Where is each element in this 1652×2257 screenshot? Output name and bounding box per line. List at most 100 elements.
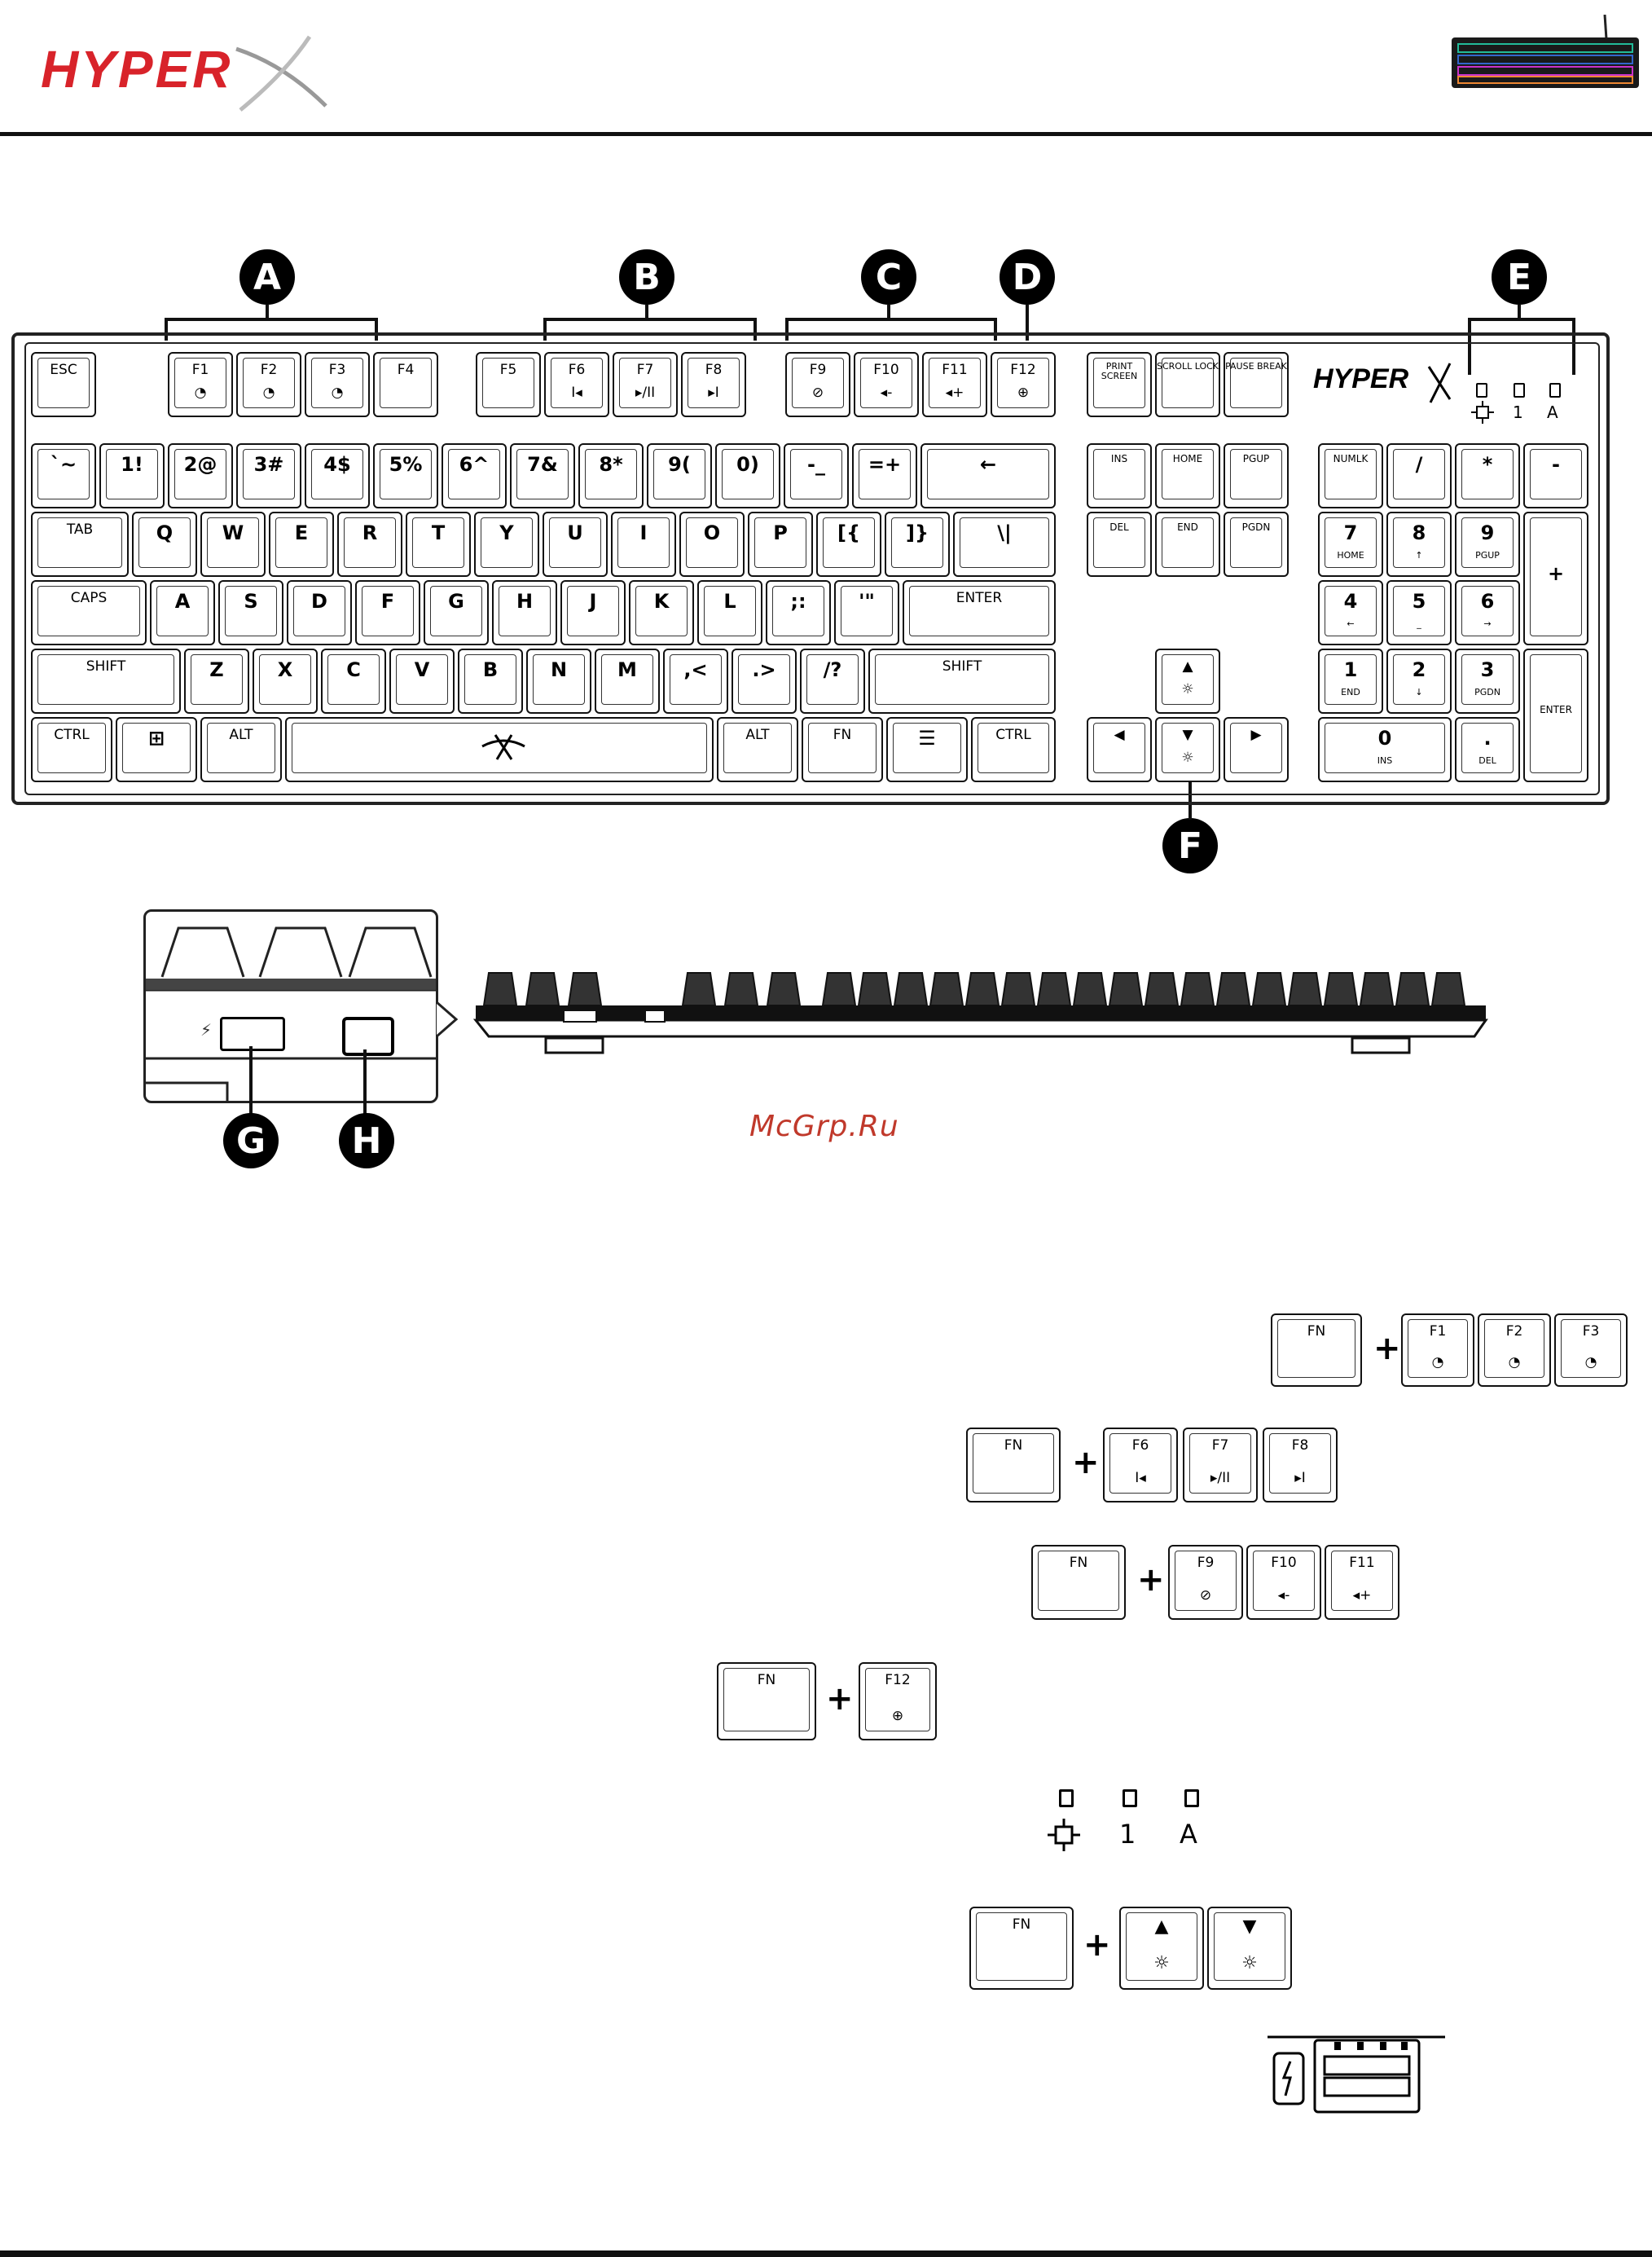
key-lalt[interactable]: ALT xyxy=(200,717,282,782)
key-x[interactable]: X xyxy=(253,649,318,714)
key-0[interactable]: 0) xyxy=(715,443,780,508)
key-rbracket[interactable]: ]} xyxy=(885,512,950,577)
key-numlock[interactable]: NUMLK xyxy=(1318,443,1383,508)
key-windows[interactable]: ⊞ xyxy=(116,717,197,782)
key-g[interactable]: G xyxy=(424,580,489,645)
key-equals[interactable]: =+ xyxy=(852,443,917,508)
key-7[interactable]: 7& xyxy=(510,443,575,508)
key-right[interactable]: ▶ xyxy=(1224,717,1289,782)
key-num-decimal[interactable]: .DEL xyxy=(1455,717,1520,782)
key-pgdn[interactable]: PGDN xyxy=(1224,512,1289,577)
key-quote[interactable]: '" xyxy=(834,580,899,645)
key-period[interactable]: .> xyxy=(732,649,797,714)
key-f8[interactable]: F8▸I xyxy=(681,352,746,417)
key-2[interactable]: 2@ xyxy=(168,443,233,508)
usb-passthrough-port[interactable] xyxy=(220,1017,285,1051)
key-pgup[interactable]: PGUP xyxy=(1224,443,1289,508)
key-f1[interactable]: F1◔ xyxy=(168,352,233,417)
key-backspace[interactable]: ← xyxy=(920,443,1056,508)
key-f9[interactable]: F9⊘ xyxy=(785,352,850,417)
key-esc[interactable]: ESC xyxy=(31,352,96,417)
key-k[interactable]: K xyxy=(629,580,694,645)
key-6[interactable]: 6^ xyxy=(442,443,507,508)
key-num-4[interactable]: 4← xyxy=(1318,580,1383,645)
key-down[interactable]: ▼☼ xyxy=(1155,717,1220,782)
key-semicolon[interactable]: ;: xyxy=(766,580,831,645)
key-backtick[interactable]: `~ xyxy=(31,443,96,508)
key-b[interactable]: B xyxy=(458,649,523,714)
key-y[interactable]: Y xyxy=(474,512,539,577)
key-home[interactable]: HOME xyxy=(1155,443,1220,508)
key-m[interactable]: M xyxy=(595,649,660,714)
key-4[interactable]: 4$ xyxy=(305,443,370,508)
key-fn[interactable]: FN xyxy=(802,717,883,782)
key-rshift[interactable]: SHIFT xyxy=(868,649,1056,714)
key-s[interactable]: S xyxy=(218,580,283,645)
key-l[interactable]: L xyxy=(697,580,762,645)
key-t[interactable]: T xyxy=(406,512,471,577)
key-o[interactable]: O xyxy=(679,512,745,577)
key-num-2[interactable]: 2↓ xyxy=(1386,649,1452,714)
key-num-enter[interactable]: ENTER xyxy=(1523,649,1588,782)
key-e[interactable]: E xyxy=(269,512,334,577)
key-minus[interactable]: -_ xyxy=(784,443,849,508)
key-i[interactable]: I xyxy=(611,512,676,577)
key-num-plus[interactable]: + xyxy=(1523,512,1588,645)
key-f12[interactable]: F12⊕ xyxy=(991,352,1056,417)
key-h[interactable]: H xyxy=(492,580,557,645)
key-d[interactable]: D xyxy=(287,580,352,645)
key-n[interactable]: N xyxy=(526,649,591,714)
key-j[interactable]: J xyxy=(560,580,626,645)
key-num-multiply[interactable]: * xyxy=(1455,443,1520,508)
key-1[interactable]: 1! xyxy=(99,443,165,508)
key-c[interactable]: C xyxy=(321,649,386,714)
key-f3[interactable]: F3◔ xyxy=(305,352,370,417)
key-3[interactable]: 3# xyxy=(236,443,301,508)
key-left[interactable]: ◀ xyxy=(1087,717,1152,782)
key-num-divide[interactable]: / xyxy=(1386,443,1452,508)
key-enter[interactable]: ENTER xyxy=(903,580,1056,645)
key-lctrl[interactable]: CTRL xyxy=(31,717,112,782)
key-num-5[interactable]: 5_ xyxy=(1386,580,1452,645)
key-u[interactable]: U xyxy=(543,512,608,577)
key-num-8[interactable]: 8↑ xyxy=(1386,512,1452,577)
key-caps[interactable]: CAPS xyxy=(31,580,147,645)
usb-cable-port[interactable] xyxy=(342,1017,394,1056)
key-f10[interactable]: F10◂- xyxy=(854,352,919,417)
key-p[interactable]: P xyxy=(748,512,813,577)
key-backslash[interactable]: \| xyxy=(953,512,1056,577)
key-scroll-lock[interactable]: SCROLL LOCK xyxy=(1155,352,1220,417)
key-9[interactable]: 9( xyxy=(647,443,712,508)
key-f2[interactable]: F2◔ xyxy=(236,352,301,417)
key-comma[interactable]: ,< xyxy=(663,649,728,714)
key-q[interactable]: Q xyxy=(132,512,197,577)
key-z[interactable]: Z xyxy=(184,649,249,714)
key-print-screen[interactable]: PRINT SCREEN xyxy=(1087,352,1152,417)
key-pause-break[interactable]: PAUSE BREAK xyxy=(1224,352,1289,417)
key-ins[interactable]: INS xyxy=(1087,443,1152,508)
key-del[interactable]: DEL xyxy=(1087,512,1152,577)
key-a[interactable]: A xyxy=(150,580,215,645)
key-rctrl[interactable]: CTRL xyxy=(971,717,1056,782)
key-5[interactable]: 5% xyxy=(373,443,438,508)
key-num-minus[interactable]: - xyxy=(1523,443,1588,508)
key-ralt[interactable]: ALT xyxy=(717,717,798,782)
key-f11[interactable]: F11◂+ xyxy=(922,352,987,417)
key-f4[interactable]: F4 xyxy=(373,352,438,417)
key-w[interactable]: W xyxy=(200,512,266,577)
key-lshift[interactable]: SHIFT xyxy=(31,649,181,714)
key-menu[interactable]: ☰ xyxy=(886,717,968,782)
key-v[interactable]: V xyxy=(389,649,455,714)
key-8[interactable]: 8* xyxy=(578,443,644,508)
key-lbracket[interactable]: [{ xyxy=(816,512,881,577)
key-r[interactable]: R xyxy=(337,512,402,577)
key-space[interactable] xyxy=(285,717,714,782)
key-f7[interactable]: F7▸/II xyxy=(613,352,678,417)
key-end[interactable]: END xyxy=(1155,512,1220,577)
